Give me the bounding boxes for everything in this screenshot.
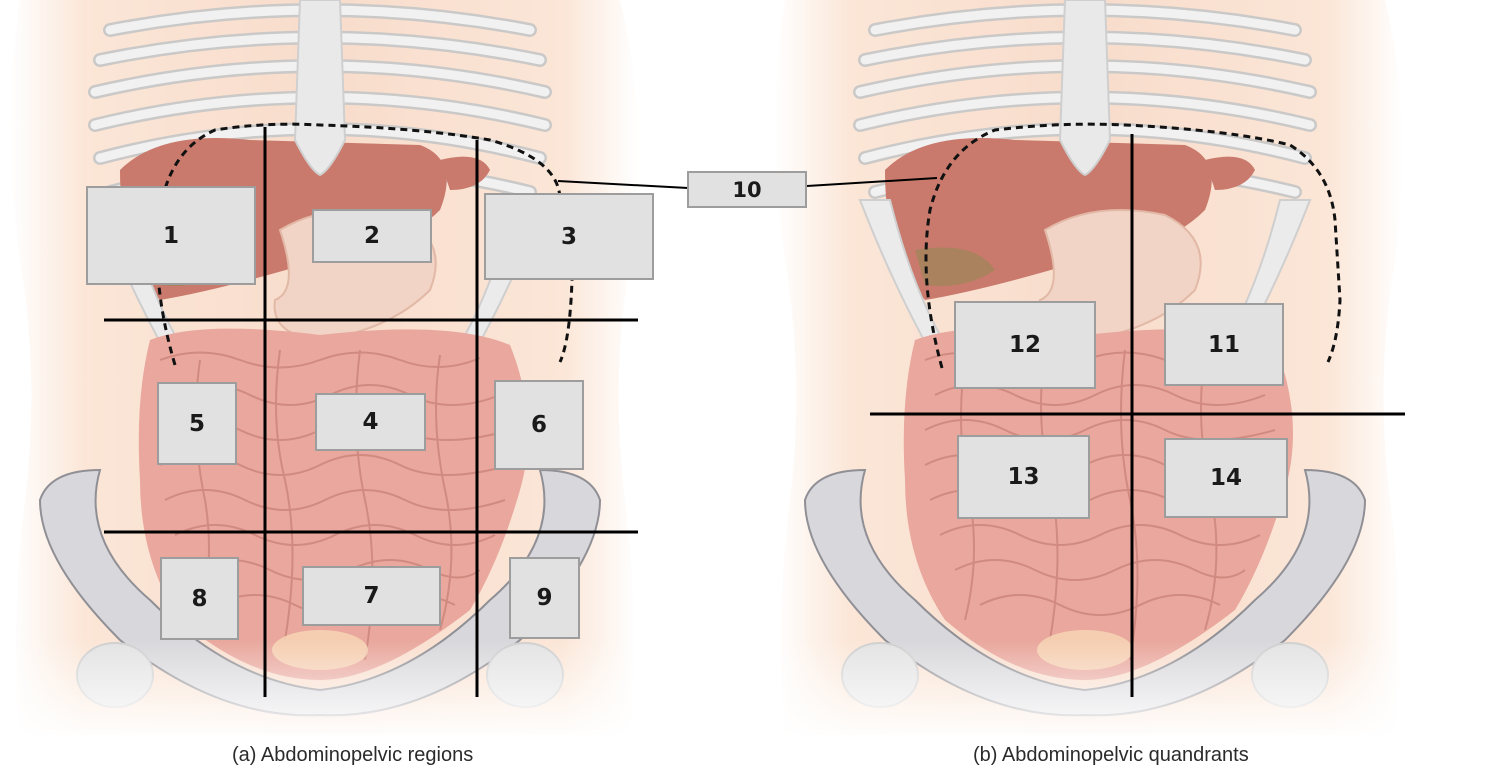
label-box-7[interactable]: 7 — [302, 566, 441, 626]
label-box-14[interactable]: 14 — [1164, 438, 1288, 518]
label-box-3[interactable]: 3 — [484, 193, 654, 280]
region-grid-lines — [104, 127, 638, 697]
label-box-11[interactable]: 11 — [1164, 303, 1284, 386]
label-box-8[interactable]: 8 — [160, 557, 239, 640]
label-box-6[interactable]: 6 — [494, 380, 584, 470]
diaphragm-outline — [155, 122, 574, 366]
diaphragm-outline-b — [924, 122, 1342, 369]
label-box-12[interactable]: 12 — [954, 301, 1096, 389]
caption-quadrants: (b) Abdominopelvic quandrants — [973, 744, 1249, 766]
label-box-5[interactable]: 5 — [157, 382, 237, 465]
label-box-10[interactable]: 10 — [687, 171, 807, 208]
quadrant-grid-lines — [870, 134, 1405, 697]
label-10-leaders — [557, 177, 938, 189]
label-box-13[interactable]: 13 — [957, 435, 1090, 519]
label-box-1[interactable]: 1 — [86, 186, 256, 285]
quadrants-panel — [765, 0, 1425, 740]
label-box-9[interactable]: 9 — [509, 557, 580, 639]
caption-regions: (a) Abdominopelvic regions — [232, 744, 474, 766]
label-box-2[interactable]: 2 — [312, 209, 432, 263]
regions-panel — [0, 0, 660, 740]
label-box-4[interactable]: 4 — [315, 393, 426, 451]
